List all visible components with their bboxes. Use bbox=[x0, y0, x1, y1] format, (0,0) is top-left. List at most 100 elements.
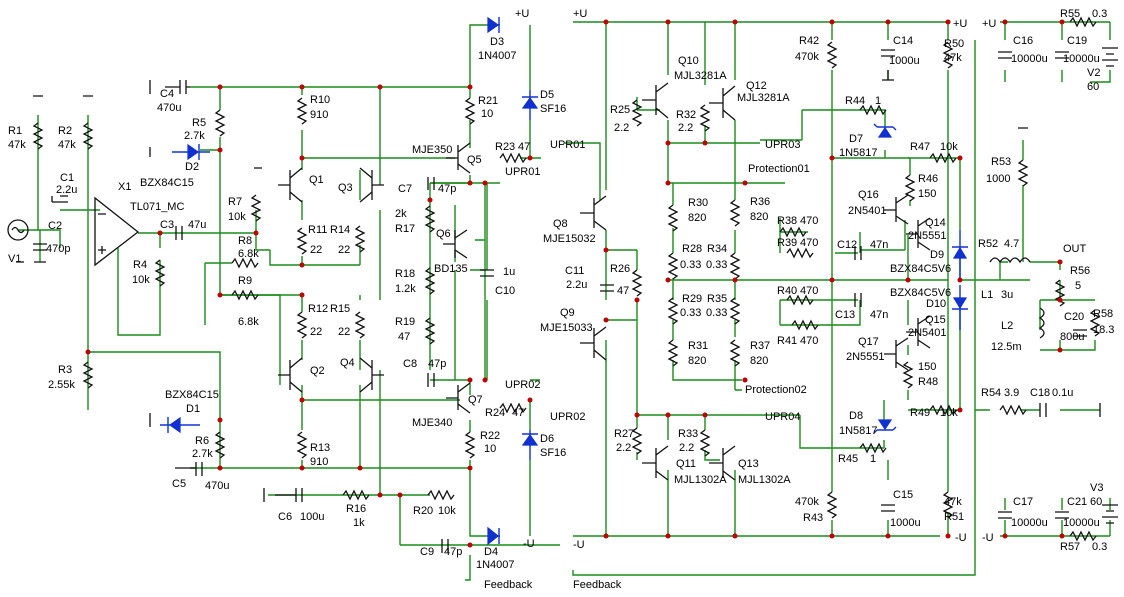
label: R25 bbox=[610, 104, 630, 116]
label: R40 bbox=[777, 285, 797, 297]
label: 820 bbox=[750, 211, 768, 223]
label: 6.8k bbox=[238, 248, 259, 260]
label: R36 bbox=[750, 196, 770, 208]
label: 2.2 bbox=[679, 442, 694, 454]
label: 5 bbox=[1075, 280, 1081, 292]
label: 0.3 bbox=[1092, 541, 1107, 553]
label: -U bbox=[573, 539, 585, 551]
label: 2.2u bbox=[56, 184, 77, 196]
label: Q14 bbox=[925, 217, 946, 229]
label: R3 bbox=[58, 364, 72, 376]
label: 12.5m bbox=[991, 341, 1022, 353]
label: R6 bbox=[195, 435, 209, 447]
label: +U bbox=[515, 8, 529, 20]
label: R31 bbox=[688, 340, 708, 352]
label: -U bbox=[955, 532, 967, 544]
label: D2 bbox=[185, 161, 199, 173]
label: C9 bbox=[420, 546, 434, 558]
label: 47 bbox=[617, 285, 629, 297]
label: C12 bbox=[837, 239, 857, 251]
label: 2N5401 bbox=[848, 205, 887, 217]
label: R42 bbox=[799, 35, 819, 47]
label: D9 bbox=[930, 249, 944, 261]
label: 100u bbox=[300, 511, 324, 523]
label: R14 bbox=[330, 224, 350, 236]
label: 47k bbox=[944, 52, 962, 64]
label: D6 bbox=[540, 433, 554, 445]
label: 0.3 bbox=[1092, 8, 1107, 20]
label: 2.7k bbox=[192, 448, 213, 460]
label: R7 bbox=[228, 196, 242, 208]
label: R16 bbox=[346, 503, 366, 515]
label: C19 bbox=[1067, 35, 1087, 47]
label: 47 bbox=[398, 331, 410, 343]
label: 10k bbox=[438, 505, 456, 517]
label: C3 bbox=[160, 219, 174, 231]
label: 1N4007 bbox=[476, 559, 515, 571]
label: 47 bbox=[518, 141, 530, 153]
label: UPR04 bbox=[765, 411, 800, 423]
label: R46 bbox=[918, 173, 938, 185]
label: +U bbox=[953, 18, 967, 30]
label: 47k bbox=[58, 139, 76, 151]
label: C21 bbox=[1067, 496, 1087, 508]
label: MJE15032 bbox=[543, 233, 596, 245]
label: R37 bbox=[750, 340, 770, 352]
label: R45 bbox=[838, 453, 858, 465]
label: BD135 bbox=[434, 263, 468, 275]
label: C6 bbox=[278, 511, 292, 523]
label: BZX84C5V6 bbox=[890, 287, 951, 299]
label: R13 bbox=[310, 442, 330, 454]
label: MJL3281A bbox=[674, 70, 727, 82]
label: 2.2 bbox=[616, 442, 631, 454]
component-labels: R1 47k R2 47k C1 2.2u C2 470p V1 X1 TL07… bbox=[8, 8, 1114, 591]
label: R54 bbox=[981, 387, 1001, 399]
label: R15 bbox=[330, 303, 350, 315]
label: V1 bbox=[8, 253, 21, 265]
label: R17 bbox=[395, 223, 415, 235]
label: R10 bbox=[310, 94, 330, 106]
label: C20 bbox=[1064, 311, 1084, 323]
label: R47 bbox=[910, 141, 930, 153]
label: 1N4007 bbox=[478, 50, 517, 62]
label: R21 bbox=[478, 95, 498, 107]
label: C18 bbox=[1030, 387, 1050, 399]
label: Q8 bbox=[553, 218, 568, 230]
label: R28 bbox=[682, 243, 702, 255]
label: 0.33 bbox=[680, 259, 701, 271]
label: 2.2 bbox=[614, 122, 629, 134]
label: OUT bbox=[1063, 243, 1087, 255]
label: V3 bbox=[1090, 482, 1103, 494]
label: SF16 bbox=[540, 103, 566, 115]
label: Q15 bbox=[925, 314, 946, 326]
label: R58 bbox=[1093, 308, 1113, 320]
label: 6.8k bbox=[238, 316, 259, 328]
label: 22 bbox=[338, 244, 350, 256]
label: R5 bbox=[192, 117, 206, 129]
label: R52 bbox=[978, 238, 998, 250]
label: 470k bbox=[795, 51, 819, 63]
label: X1 bbox=[118, 181, 131, 193]
label: UPR03 bbox=[765, 139, 800, 151]
label: 0.33 bbox=[706, 259, 727, 271]
label: 3u bbox=[1001, 289, 1013, 301]
label: L1 bbox=[981, 289, 993, 301]
label: L2 bbox=[1001, 320, 1013, 332]
label: R22 bbox=[480, 430, 500, 442]
label: C14 bbox=[893, 35, 913, 47]
label: 47k bbox=[944, 496, 962, 508]
label: 910 bbox=[310, 109, 328, 121]
label: 1k bbox=[353, 517, 365, 529]
label: BZX84C5V6 bbox=[890, 263, 951, 275]
label: C10 bbox=[495, 285, 515, 297]
label: C13 bbox=[835, 309, 855, 321]
label: 47k bbox=[8, 139, 26, 151]
junction-dots bbox=[85, 19, 1065, 548]
label: 10 bbox=[481, 108, 493, 120]
label: C1 bbox=[60, 172, 74, 184]
label: R53 bbox=[991, 156, 1011, 168]
label: R1 bbox=[8, 125, 22, 137]
label: 1N5817 bbox=[839, 147, 878, 159]
label: MJE350 bbox=[412, 144, 452, 156]
